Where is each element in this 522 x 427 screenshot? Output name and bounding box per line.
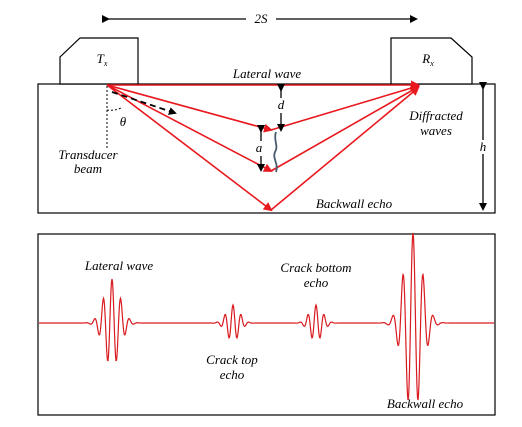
transmitter-body [59,37,139,85]
spacing-label: 2S [255,11,269,26]
signal-crack-bottom-label-line1: Crack bottom [280,260,351,275]
signal-lateral-wave-label: Lateral wave [84,258,153,273]
crack-bottom-diffracted-ray [270,86,420,172]
backwall-echo-label: Backwall echo [316,196,393,211]
backwall-incident-ray [106,84,273,212]
crack-height-label: a [256,140,263,155]
backwall-reflected-ray [270,86,420,211]
signal-crack-top-label-line2: echo [220,367,245,382]
spacing-dimension: 2S [102,10,418,28]
crack [273,131,278,173]
transducer-beam: θ Transducer beam [58,86,177,176]
diffracted-waves-label-line1: Diffracted [408,108,463,123]
beam-direction-arrow [111,91,177,115]
receiver-label: Rx [421,51,434,68]
transmitter-label: Tx [97,51,108,68]
signal-backwall-echo-label: Backwall echo [387,396,464,411]
angle-arc [106,107,122,111]
depth-label-bg [275,98,288,113]
crack-height-label-bg [253,141,267,156]
thickness-dimension: h [476,82,490,211]
signal-crack-top-label-line1: Crack top [206,352,258,367]
signal-crack-bottom-label-line2: echo [304,275,329,290]
thickness-label: h [480,139,487,154]
diffracted-waves-label-line2: waves [420,123,452,138]
thickness-label-bg [476,140,490,154]
receiver-probe: Rx [390,37,473,85]
transducer-beam-label-line2: beam [74,161,102,176]
angle-label: θ [120,114,127,129]
transducer-beam-label-line1: Transducer [58,147,118,162]
crack-height-dimension: a [253,125,267,172]
transmitter-probe: Tx [59,37,139,85]
depth-dimension: d [275,84,288,132]
crack-top-diffracted-ray [270,83,420,131]
lateral-wave-label: Lateral wave [232,66,301,81]
spacing-label-bg [246,10,276,28]
crack-top-incident-ray [106,84,273,133]
depth-label: d [278,97,285,112]
receiver-body [390,37,473,85]
a-scan-signal-trace [39,232,494,401]
ray-paths [106,80,420,212]
